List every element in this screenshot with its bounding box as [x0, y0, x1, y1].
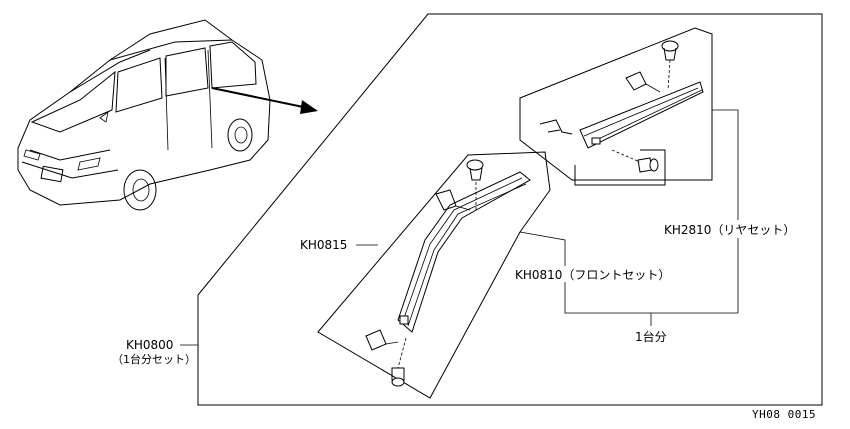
rear-bracket-lower [539, 119, 573, 135]
van-illustration [17, 19, 271, 211]
outer-kit-boundary [197, 13, 823, 406]
figure-code: YH08 0015 [752, 408, 817, 421]
pointer-arrow [211, 87, 318, 114]
leader-lines [180, 109, 739, 346]
front-bracket-lower [365, 329, 399, 351]
front-visor-part [397, 171, 531, 333]
front-clip-bottom [391, 337, 407, 387]
part-label-kh0800-sub: （1台分セット） [112, 353, 196, 366]
part-label-kh0810: KH0810（フロントセット） [515, 268, 671, 282]
part-label-kh0800: KH0800 [126, 338, 174, 352]
quantity-label: 1台分 [635, 330, 667, 344]
part-label-kh0815: KH0815 [300, 238, 348, 252]
rear-sub-box [574, 149, 666, 186]
rear-clip-bottom [611, 149, 659, 173]
front-clip-top [466, 159, 484, 210]
front-bracket-upper [435, 189, 471, 211]
rear-visor-part [579, 81, 704, 149]
rear-clip-top [661, 40, 679, 91]
rear-bracket-upper [625, 71, 661, 93]
part-label-kh2810: KH2810（リヤセット） [664, 223, 796, 237]
front-set-boundary [317, 151, 551, 399]
rear-set-boundary [519, 27, 713, 181]
